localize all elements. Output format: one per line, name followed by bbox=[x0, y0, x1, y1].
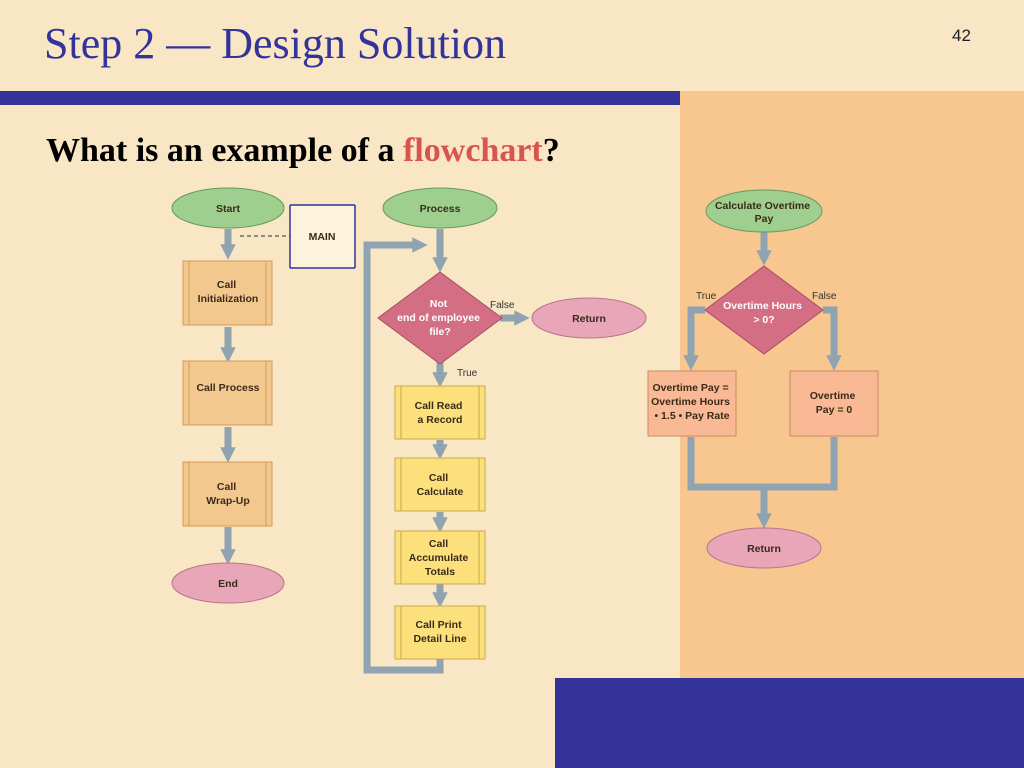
overtime-zero-line-1: Overtime bbox=[810, 390, 856, 402]
start-terminal: Start bbox=[171, 187, 285, 229]
decision-line-1: Not bbox=[430, 298, 448, 310]
main-annotation-box: MAIN bbox=[289, 204, 356, 269]
call-print-line-2: Detail Line bbox=[413, 633, 466, 645]
overtime-pay-zero-box: Overtime Pay = 0 bbox=[789, 370, 879, 437]
call-accumulate-text: Call Accumulate Totals bbox=[409, 538, 471, 578]
process-flowchart: Process Not end of employee file? False … bbox=[363, 187, 647, 674]
overtime-hours-decision: Overtime Hours > 0? bbox=[704, 265, 824, 355]
call-print-text: Call Print Detail Line bbox=[413, 619, 466, 645]
call-accumulate-line-2: Accumulate bbox=[409, 552, 469, 564]
call-process-box: Call Process bbox=[182, 360, 273, 426]
call-read-box: Call Read a Record bbox=[394, 385, 486, 440]
end-terminal: End bbox=[171, 562, 285, 604]
overtime-false-label: False bbox=[812, 291, 837, 302]
bottom-blue-block bbox=[555, 678, 1024, 768]
process-connectors bbox=[363, 229, 530, 674]
process-text: Process bbox=[420, 203, 461, 215]
end-of-file-decision: Not end of employee file? bbox=[377, 271, 503, 365]
slide-question: What is an example of a flowchart? bbox=[46, 132, 560, 170]
call-initialization-text: Call Initialization bbox=[198, 279, 259, 305]
call-read-line-2: a Record bbox=[418, 414, 463, 426]
call-read-line-1: Call Read bbox=[415, 400, 463, 412]
main-label-text: MAIN bbox=[309, 231, 336, 243]
calculate-overtime-line-2: Pay bbox=[755, 213, 774, 225]
process-return-text: Return bbox=[572, 313, 606, 325]
calculate-overtime-terminal: Calculate Overtime Pay bbox=[705, 189, 823, 233]
end-text: End bbox=[218, 578, 238, 590]
call-wrapup-text: Call Wrap-Up bbox=[206, 481, 250, 507]
overtime-pay-formula-box: Overtime Pay = Overtime Hours • 1.5 • Pa… bbox=[647, 370, 737, 437]
decision-false-label: False bbox=[490, 300, 515, 311]
call-process-text: Call Process bbox=[196, 382, 259, 394]
decision-true-label: True bbox=[457, 368, 478, 379]
overtime-return-terminal: Return bbox=[706, 527, 822, 569]
question-prefix: What is an example of a bbox=[46, 132, 403, 169]
main-flowchart: Start MAIN Call Initialization Call Proc… bbox=[171, 187, 356, 604]
overtime-connectors bbox=[683, 231, 842, 529]
call-print-line-1: Call Print bbox=[415, 619, 462, 631]
call-wrapup-line-1: Call bbox=[217, 481, 236, 493]
decision-line-3: file? bbox=[429, 326, 451, 338]
call-initialization-box: Call Initialization bbox=[182, 260, 273, 326]
call-calculate-box: Call Calculate bbox=[394, 457, 486, 512]
calculate-overtime-line-1: Calculate Overtime bbox=[715, 200, 810, 212]
call-accumulate-line-1: Call bbox=[429, 538, 448, 550]
call-wrapup-box: Call Wrap-Up bbox=[182, 461, 273, 527]
process-return-terminal: Return bbox=[531, 297, 647, 339]
call-read-text: Call Read a Record bbox=[415, 400, 466, 426]
overtime-decision-line-1: Overtime Hours bbox=[723, 300, 802, 312]
overtime-formula-text: Overtime Pay = Overtime Hours • 1.5 • Pa… bbox=[651, 382, 733, 422]
overtime-true-label: True bbox=[696, 291, 717, 302]
call-calculate-text: Call Calculate bbox=[417, 472, 464, 498]
overtime-zero-line-2: Pay = 0 bbox=[816, 404, 853, 416]
overtime-zero-text: Overtime Pay = 0 bbox=[810, 390, 858, 416]
calculate-overtime-text: Calculate Overtime Pay bbox=[715, 200, 813, 225]
question-suffix: ? bbox=[542, 132, 560, 169]
title-underline-bar bbox=[0, 91, 680, 105]
call-initialization-line-2: Initialization bbox=[198, 293, 259, 305]
page-number: 42 bbox=[952, 26, 971, 45]
overtime-return-text: Return bbox=[747, 543, 781, 555]
question-highlight: flowchart bbox=[403, 132, 543, 169]
overtime-flowchart: Calculate Overtime Pay Overtime Hours > … bbox=[647, 189, 879, 569]
end-of-file-decision-text: Not end of employee file? bbox=[397, 298, 483, 338]
call-calculate-line-1: Call bbox=[429, 472, 448, 484]
call-wrapup-line-2: Wrap-Up bbox=[206, 495, 250, 507]
call-initialization-line-1: Call bbox=[217, 279, 236, 291]
slide-title: Step 2 — Design Solution bbox=[44, 19, 507, 68]
overtime-formula-line-1: Overtime Pay = bbox=[652, 382, 728, 394]
call-print-box: Call Print Detail Line bbox=[394, 605, 486, 660]
call-accumulate-box: Call Accumulate Totals bbox=[394, 530, 486, 585]
overtime-decision-text: Overtime Hours > 0? bbox=[723, 300, 805, 326]
process-terminal: Process bbox=[382, 187, 498, 229]
call-accumulate-line-3: Totals bbox=[425, 566, 455, 578]
overtime-decision-line-2: > 0? bbox=[753, 314, 774, 326]
decision-line-2: end of employee bbox=[397, 312, 480, 324]
start-text: Start bbox=[216, 203, 240, 215]
overtime-formula-line-2: Overtime Hours bbox=[651, 396, 730, 408]
overtime-formula-line-3: • 1.5 • Pay Rate bbox=[654, 410, 729, 422]
call-calculate-line-2: Calculate bbox=[417, 486, 464, 498]
